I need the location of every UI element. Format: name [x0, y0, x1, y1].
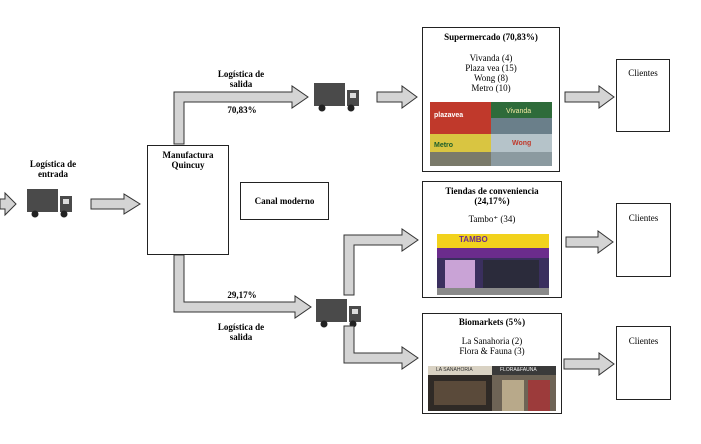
biomarkets-photo: LA SANAHORIA FLORA&FAUNA [428, 366, 556, 411]
biomarkets-arrow [343, 325, 419, 370]
clients-label: Clientes [628, 336, 659, 346]
metro-sign: Metro [434, 142, 454, 149]
supermarket-box: Supermercado (70,83%) Vivanda (4) Plaza … [422, 27, 560, 172]
store-vivanda: Vivanda (4) [469, 53, 513, 63]
convenience-box: Tiendas de conveniencia (24,17%) Tambo⁺ … [422, 181, 562, 298]
convenience-photo: TAMBO [437, 234, 549, 295]
channel-label: Canal moderno [254, 196, 315, 206]
supermarket-title: Supermercado (70,83%) [444, 32, 538, 42]
supermarket-arrow [376, 85, 418, 109]
clients-box: Clientes [616, 326, 671, 400]
la-sanahoria-sign: LA SANAHORIA [436, 367, 473, 373]
store-tambo: Tambo⁺ (34) [468, 214, 516, 224]
store-flora-fauna: Flora & Fauna (3) [459, 346, 525, 356]
upper-truck-icon [314, 83, 359, 112]
convenience-title-line2: (24,17%) [474, 196, 510, 206]
clients-label: Clientes [628, 213, 659, 223]
store-wong: Wong (8) [473, 73, 509, 83]
clients-arrow-1 [564, 85, 615, 109]
inbound-truck-icon [27, 189, 72, 218]
supermarket-photo: plazavea Vivanda Metro Wong [430, 102, 552, 166]
clients-box: Clientes [616, 203, 671, 277]
clients-label: Clientes [628, 68, 658, 78]
supermarket-store-list: Vivanda (4) Plaza vea (15) Wong (8) Metr… [423, 53, 559, 93]
lower-percent-label: 29,17% [227, 290, 257, 300]
convenience-title-line1: Tiendas de conveniencia [445, 186, 539, 196]
upper-percent-label: 70,83% [227, 105, 257, 115]
plazavea-sign: plazavea [434, 112, 464, 119]
clients-box: Clientes [616, 59, 670, 132]
channel-box: Canal moderno [240, 182, 329, 220]
store-metro: Metro (10) [471, 83, 511, 93]
lower-route-arrow [173, 254, 312, 319]
factory-box: Manufactura Quincuy [147, 145, 229, 255]
store-plaza-vea: Plaza vea (15) [465, 63, 517, 73]
lower-truck-icon [316, 299, 361, 328]
wong-sign: Wong [512, 140, 532, 147]
inbound-logistics-label: Logística de entrada [29, 159, 77, 179]
tambo-sign: TAMBO [459, 235, 488, 244]
biomarkets-title: Biomarkets (5%) [458, 317, 526, 327]
inbound-arrow-left [0, 191, 17, 217]
convenience-arrow [343, 228, 419, 296]
upper-route-arrow [173, 85, 309, 145]
flora-fauna-sign: FLORA&FAUNA [500, 367, 537, 373]
clients-arrow-3 [563, 352, 615, 376]
upper-logistics-label: Logística de salida [217, 69, 265, 89]
lower-logistics-label: Logística de salida [217, 322, 265, 342]
factory-title: Manufactura Quincuy [162, 150, 214, 170]
store-la-sanahoria: La Sanahoria (2) [461, 336, 523, 346]
clients-arrow-2 [565, 230, 614, 254]
inbound-arrow-right [90, 193, 141, 215]
biomarkets-box: Biomarkets (5%) La Sanahoria (2) Flora &… [422, 313, 562, 414]
vivanda-sign: Vivanda [506, 108, 532, 115]
